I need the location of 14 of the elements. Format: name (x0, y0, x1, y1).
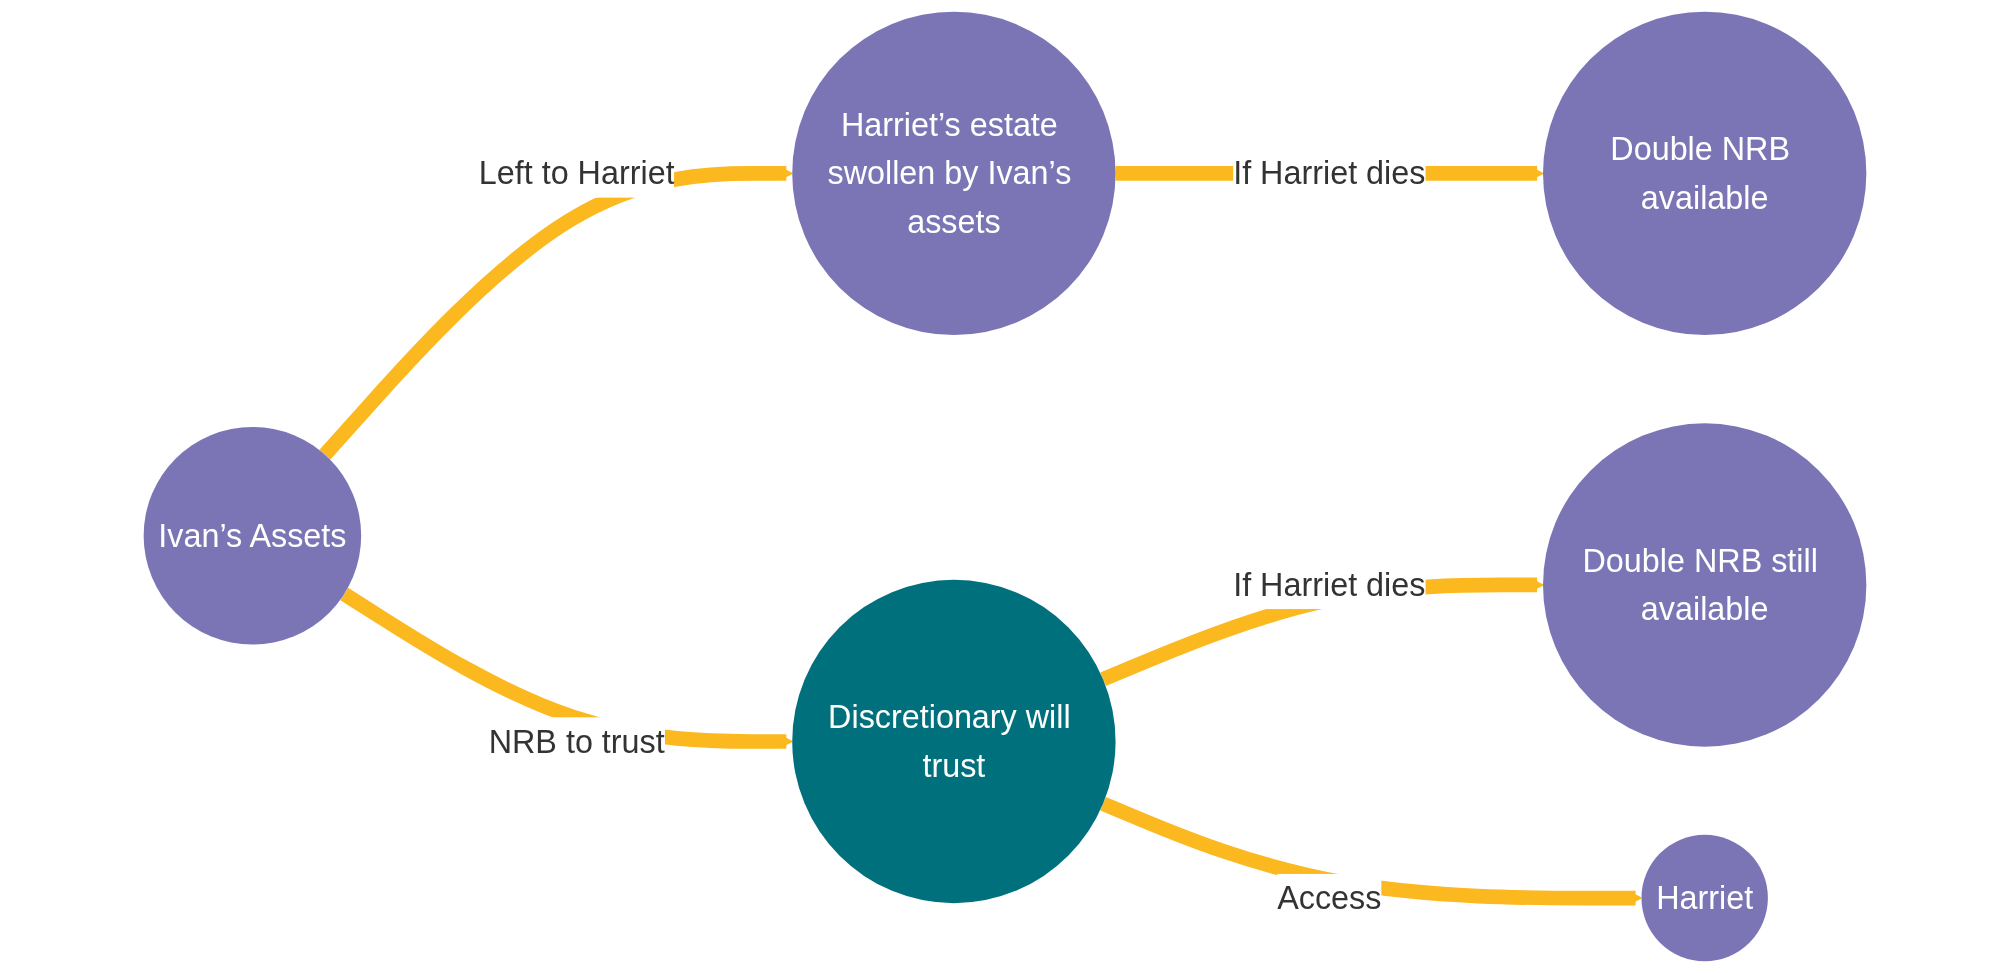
node-circle: Ivan’s Assets (143, 426, 362, 645)
edge-label: NRB to trust (488, 723, 665, 760)
edge-label: If Harriet dies (1233, 566, 1426, 604)
edge-label: Access (1277, 879, 1382, 917)
node-circle: Discretionary will trust (792, 579, 1116, 904)
arrow (319, 166, 793, 460)
edge-label: Left to Harriet (478, 155, 675, 192)
node-circle: Harriet’s estate swollen by Ivan’s assets (792, 11, 1116, 336)
node-circle: Double NRB available (1543, 11, 1867, 336)
edge-label: If Harriet dies (1233, 155, 1426, 192)
arrow (340, 587, 793, 749)
node-circle: Harriet (1641, 834, 1768, 962)
arrow (1100, 796, 1643, 906)
node-circle: Double NRB still available (1543, 423, 1867, 747)
